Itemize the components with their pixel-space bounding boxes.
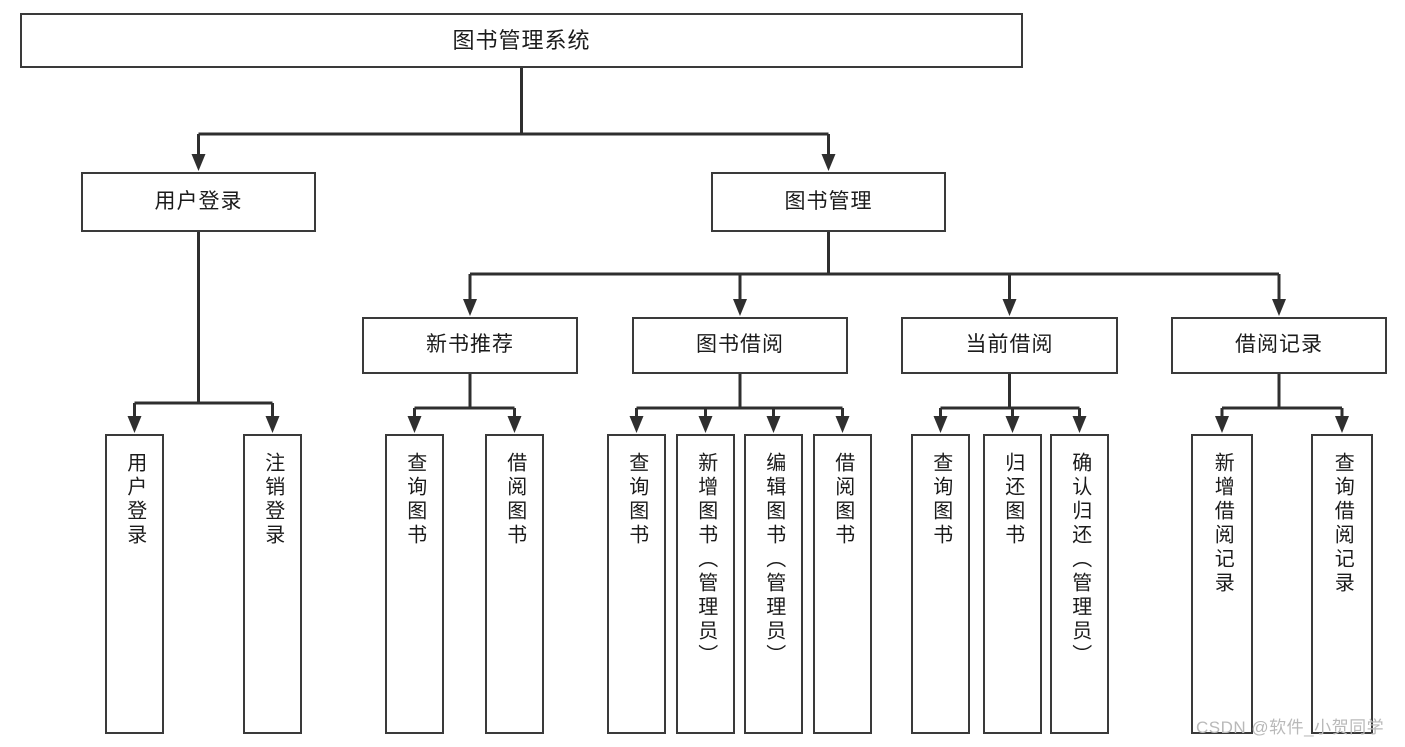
node-root: 图书管理系统 <box>20 13 1023 68</box>
node-label-root: 图书管理系统 <box>452 27 591 53</box>
node-label-rec_add: 新增借阅记录 <box>1211 452 1234 596</box>
arrow-head-bor_query <box>629 416 644 433</box>
node-bor_query: 查询图书 <box>607 434 666 734</box>
arrow-head-cur_return <box>1005 416 1020 433</box>
arrow-head-current <box>1002 299 1017 316</box>
arrow-head-leaf_logout <box>265 416 280 433</box>
arrow-head-new_rec <box>463 299 477 316</box>
node-borrow: 图书借阅 <box>632 317 848 374</box>
node-rec_search: 查询借阅记录 <box>1311 434 1373 734</box>
node-user_login: 用户登录 <box>81 172 316 232</box>
node-label-new_rec: 新书推荐 <box>426 333 514 357</box>
node-label-bor_add: 新增图书（管理员） <box>694 452 717 668</box>
node-label-borrow: 图书借阅 <box>696 333 784 357</box>
node-label-cur_confirm: 确认归还（管理员） <box>1068 452 1091 668</box>
node-bor_edit: 编辑图书（管理员） <box>744 434 803 734</box>
node-cur_query: 查询图书 <box>911 434 970 734</box>
arrow-head-bor_edit <box>766 416 781 433</box>
node-leaf_logout: 注销登录 <box>243 434 302 734</box>
node-current: 当前借阅 <box>901 317 1118 374</box>
arrow-head-rec_borrow <box>507 416 522 433</box>
watermark-label: CSDN @软件_小贺同学 <box>1196 718 1385 737</box>
arrow-head-leaf_login <box>127 416 142 433</box>
node-label-leaf_login: 用户登录 <box>123 452 146 548</box>
node-label-records: 借阅记录 <box>1235 333 1323 357</box>
node-label-rec_query: 查询图书 <box>403 452 426 548</box>
node-label-book_mgmt: 图书管理 <box>784 189 873 213</box>
node-cur_confirm: 确认归还（管理员） <box>1050 434 1109 734</box>
arrow-head-book_mgmt <box>821 154 836 171</box>
arrow-head-user_login <box>191 154 206 171</box>
node-leaf_login: 用户登录 <box>105 434 164 734</box>
node-label-user_login: 用户登录 <box>154 189 243 213</box>
arrow-head-bor_add <box>698 416 713 433</box>
arrow-head-rec_add <box>1215 416 1229 433</box>
node-label-cur_query: 查询图书 <box>929 452 952 548</box>
node-label-bor_query: 查询图书 <box>625 452 648 548</box>
node-rec_query: 查询图书 <box>385 434 444 734</box>
node-rec_add: 新增借阅记录 <box>1191 434 1253 734</box>
node-bor_take: 借阅图书 <box>813 434 872 734</box>
arrow-head-bor_take <box>835 416 850 433</box>
node-label-rec_borrow: 借阅图书 <box>503 452 526 548</box>
node-label-bor_take: 借阅图书 <box>831 452 854 548</box>
arrow-head-cur_confirm <box>1072 416 1087 433</box>
arrow-head-cur_query <box>933 416 948 433</box>
node-book_mgmt: 图书管理 <box>711 172 946 232</box>
node-records: 借阅记录 <box>1171 317 1387 374</box>
arrow-head-records <box>1272 299 1286 316</box>
node-label-leaf_logout: 注销登录 <box>261 452 284 548</box>
node-label-cur_return: 归还图书 <box>1001 452 1024 548</box>
node-label-rec_search: 查询借阅记录 <box>1331 452 1354 596</box>
node-new_rec: 新书推荐 <box>362 317 578 374</box>
node-rec_borrow: 借阅图书 <box>485 434 544 734</box>
node-label-current: 当前借阅 <box>965 333 1054 357</box>
node-cur_return: 归还图书 <box>983 434 1042 734</box>
node-bor_add: 新增图书（管理员） <box>676 434 735 734</box>
node-label-bor_edit: 编辑图书（管理员） <box>762 452 785 668</box>
arrow-head-rec_query <box>407 416 422 433</box>
arrow-head-borrow <box>733 299 747 316</box>
arrow-head-rec_search <box>1335 416 1349 433</box>
